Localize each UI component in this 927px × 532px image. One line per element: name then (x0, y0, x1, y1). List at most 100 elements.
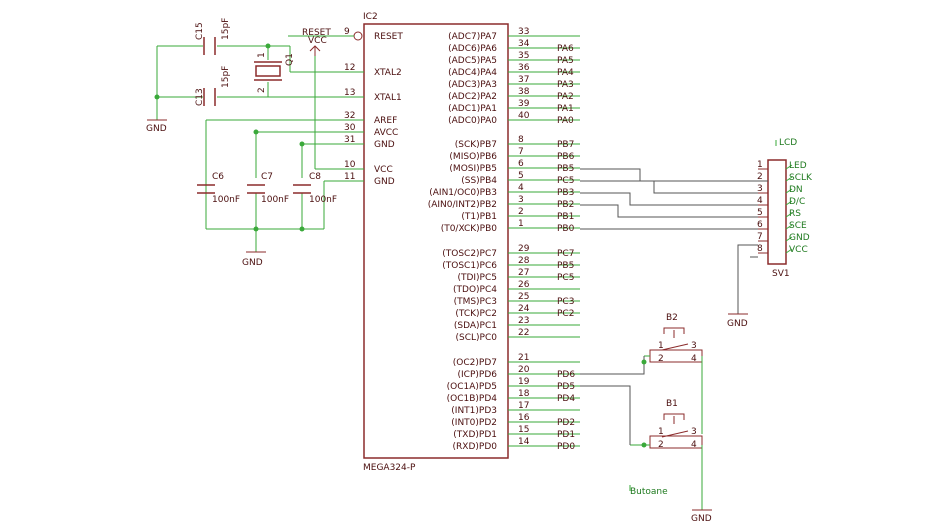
lcd-pin-number: 3 (757, 184, 763, 194)
ic-right-pin-number: 29 (518, 244, 530, 254)
ic-right-pin-number: 33 (518, 27, 529, 37)
ic-left-pin-label: AREF (374, 116, 397, 126)
ic-right-pin-label: (T1)PB1 (461, 212, 497, 222)
ic-right-pin-number: 28 (518, 256, 530, 266)
ic-right-pin-label: (TDO)PC4 (453, 285, 497, 295)
ic-right-pin-net: PB7 (557, 140, 574, 150)
ic-right-pin-net: PC7 (557, 249, 574, 259)
oscillator-wiring (154, 35, 340, 120)
b2-p4: 4 (691, 354, 697, 364)
ic-right-pin-number: 17 (518, 401, 529, 411)
gnd-symbol-caps: GND (242, 251, 266, 268)
lcd-pin-number: 1 (757, 160, 763, 170)
b2-name: B2 (666, 313, 678, 323)
ic-right-pin-label: (ADC5)PA5 (448, 56, 497, 66)
ic-right-pin-number: 3 (518, 195, 524, 205)
button-b1: B1 1 2 3 4 (630, 399, 703, 510)
ic-right-pin-number: 14 (518, 437, 530, 447)
ic-right-pin-label: (SS)PB4 (461, 176, 497, 186)
ic-right-pin-number: 6 (518, 159, 524, 169)
ic-right-pin-label: (INT0)PD2 (451, 418, 497, 428)
b2-p1: 1 (658, 341, 664, 351)
ic-left-pin-label: AVCC (374, 128, 398, 138)
ic-right-pin-net: PC5 (557, 273, 574, 283)
ic-right-pin-net: PB1 (557, 212, 574, 222)
c13-name: C13 (195, 88, 205, 106)
gnd-left-label: GND (146, 124, 167, 134)
capacitor-c13: C13 15pF (195, 66, 231, 106)
ic-left-pin-label: GND (374, 140, 395, 150)
gnd-symbol-left: GND (146, 119, 167, 134)
ic-right-pin-number: 7 (518, 147, 524, 157)
lcd-pin: 1 LED (757, 160, 807, 171)
ic-right-pin-net: PD0 (557, 442, 575, 452)
ic-left-pin-label: VCC (374, 165, 393, 175)
ic-right-pin-label: (ADC3)PA3 (448, 80, 497, 90)
ic-left-pin-label: RESET (374, 32, 403, 42)
ic-right-pin-label: (ADC4)PA4 (448, 68, 497, 78)
ic-right-pin-number: 5 (518, 171, 524, 181)
ic-right-pin-number: 35 (518, 51, 529, 61)
ic-part: MEGA324-P (363, 463, 416, 473)
ic-right-pin-number: 36 (518, 63, 530, 73)
lcd-pin-number: 5 (757, 208, 763, 218)
ic-right-pin-number: 34 (518, 39, 530, 49)
reset-net-label: RESET (302, 28, 331, 38)
gnd-caps-label: GND (242, 258, 263, 268)
lcd-pin-number: 2 (757, 172, 763, 182)
lcd-pin-number: 8 (757, 244, 763, 254)
ic-right-pin-net: PA5 (557, 56, 574, 66)
ic-left-pin-number: 13 (344, 88, 355, 98)
ic-right-pin-number: 38 (518, 87, 530, 97)
c7-name: C7 (261, 172, 273, 182)
c8-name: C8 (309, 172, 321, 182)
power-cap-wiring (205, 56, 340, 252)
ic-right-pin-label: (MOSI)PB5 (449, 164, 497, 174)
ic-right-pin-label: (AIN0/INT2)PB2 (428, 200, 497, 210)
lcd-pin-label: LED (789, 161, 807, 171)
lcd-pin-label: SCLK (789, 173, 813, 183)
button-b2: B2 1 2 3 4 (644, 313, 703, 434)
ic-right-pin-label: (SCL)PC0 (456, 333, 498, 343)
ic-right-pin-net: PB3 (557, 188, 574, 198)
ic-right-pin-label: (TOSC1)PC6 (442, 261, 497, 271)
ic-right-pin-net: PD1 (557, 430, 575, 440)
lcd-connector-sv1: LCD SV1 (767, 138, 797, 279)
ic-right-pin-number: 15 (518, 425, 529, 435)
ic-right-pin-net: PA0 (557, 116, 574, 126)
ic-right-pin-number: 4 (518, 183, 524, 193)
ic-left-pin-number: 9 (344, 27, 350, 37)
b1-p3: 3 (691, 427, 697, 437)
ic-left-pin-label: XTAL2 (374, 68, 402, 78)
buttons-title: Butoane (630, 487, 668, 497)
ic-right-pin-label: (RXD)PD0 (453, 442, 498, 452)
ic-right-pin-label: (TXD)PD1 (453, 430, 497, 440)
ic-right-pin-label: (SDA)PC1 (454, 321, 497, 331)
ic-right-pin-number: 19 (518, 377, 530, 387)
capacitor-c8: C8 100nF (293, 172, 337, 205)
